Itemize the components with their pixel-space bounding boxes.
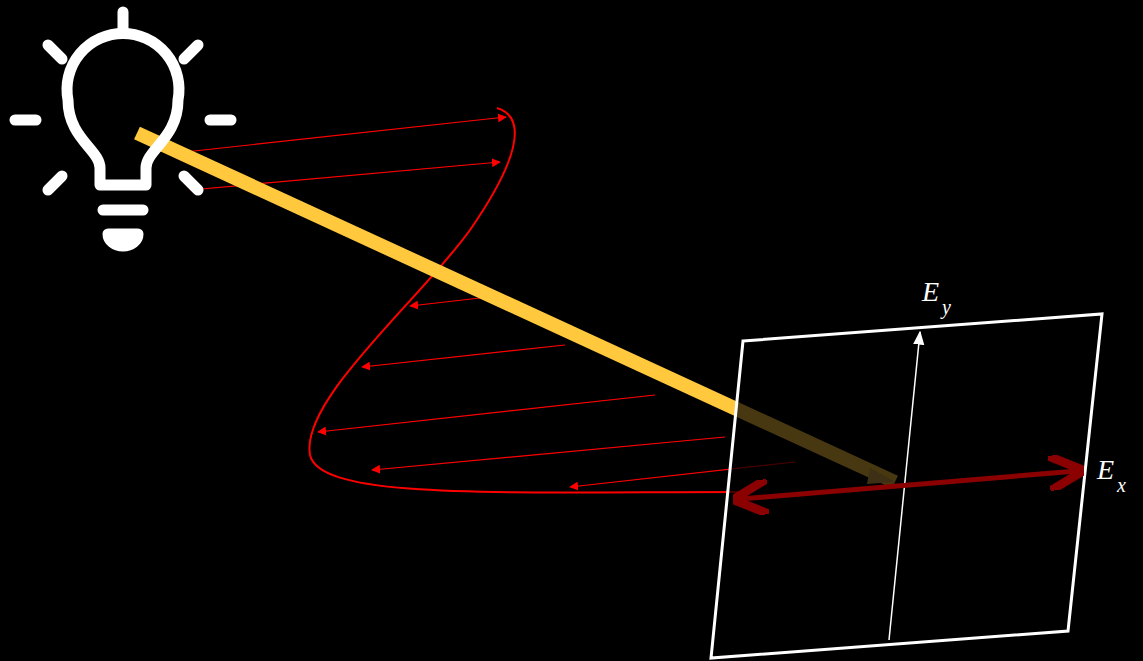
axis-symbol: E bbox=[1097, 456, 1114, 484]
axis-subscript: x bbox=[1117, 475, 1126, 495]
detection-plane bbox=[711, 314, 1102, 658]
ray-head bbox=[867, 468, 895, 484]
x-axis bbox=[733, 470, 1084, 500]
field-wave bbox=[309, 108, 740, 493]
axis-subscript: y bbox=[942, 297, 951, 317]
axis-symbol: E bbox=[922, 278, 939, 306]
light-bulb-icon bbox=[15, 12, 231, 246]
polarization-arrow bbox=[740, 471, 1077, 499]
